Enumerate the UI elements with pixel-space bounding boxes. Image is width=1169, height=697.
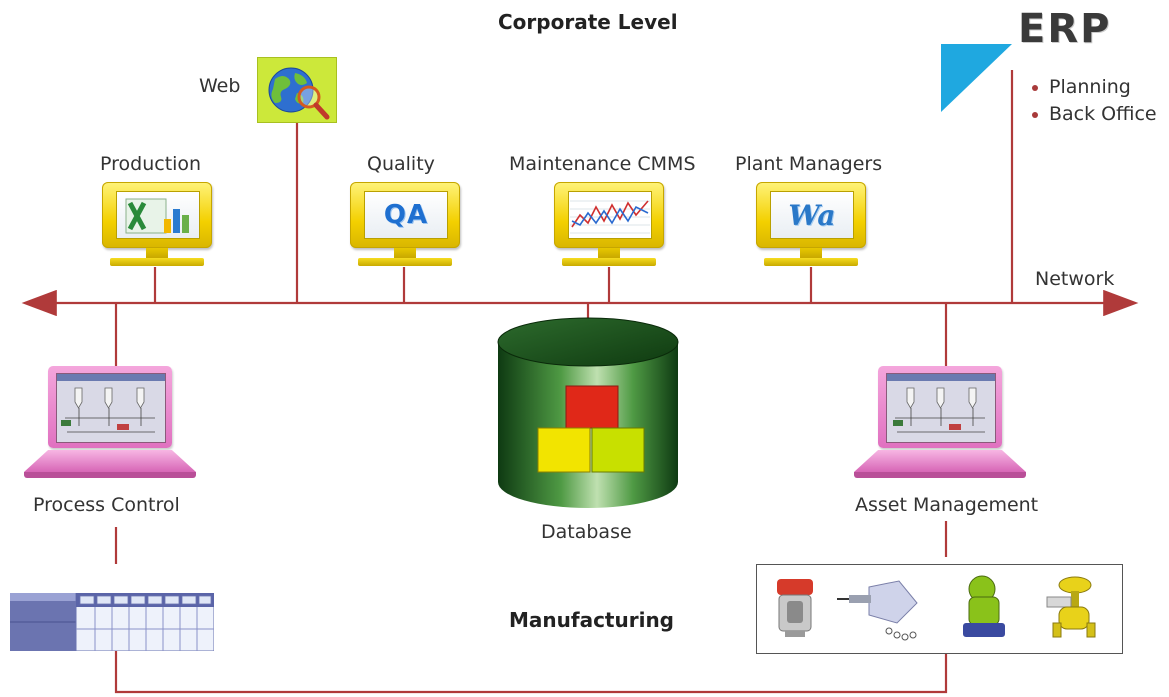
io-rack-icon — [10, 592, 215, 652]
globe-magnifier-icon — [268, 67, 330, 120]
process-io-rack — [10, 592, 215, 652]
maintenance-monitor — [554, 182, 664, 274]
qa-icon: QA — [383, 200, 429, 230]
database-node — [496, 316, 680, 512]
process-hmi-screen-icon — [57, 374, 165, 433]
erp-item-planning: Planning — [1032, 74, 1157, 101]
quality-label: Quality — [367, 153, 435, 175]
transmitter-device-icon — [777, 579, 813, 637]
process-control-label: Process Control — [33, 494, 180, 516]
production-label: Production — [100, 153, 202, 175]
web-label: Web — [199, 75, 241, 97]
erp-triangle-icon — [941, 44, 1012, 112]
plant-managers-label: Plant Managers — [735, 153, 883, 175]
field-devices-panel — [756, 564, 1123, 654]
production-monitor — [102, 182, 212, 274]
field-devices-icons — [777, 575, 1096, 641]
asset-hmi-screen-icon — [887, 374, 995, 433]
asset-management-label: Asset Management — [855, 494, 1039, 516]
flow-transmitter-icon — [963, 575, 1005, 637]
database-cylinder-icon — [497, 317, 679, 508]
asset-management-laptop — [854, 366, 1026, 484]
manufacturing-title: Manufacturing — [509, 608, 674, 632]
plant-managers-monitor: Wa — [756, 182, 866, 274]
web-node — [257, 57, 337, 123]
corporate-level-title: Corporate Level — [498, 10, 678, 34]
control-valve-icon — [1046, 576, 1096, 638]
excel-chart-icon — [125, 198, 189, 234]
quality-monitor: QA — [350, 182, 460, 274]
network-label: Network — [1035, 268, 1115, 290]
erp-title: ERP — [1018, 6, 1112, 52]
database-label: Database — [541, 521, 632, 543]
temperature-sensor-icon — [837, 580, 918, 641]
manufacturing-loop — [114, 650, 948, 694]
erp-item-back-office: Back Office — [1032, 101, 1157, 128]
line-chart-icon — [570, 200, 650, 234]
erp-bullet-list: Planning Back Office — [1032, 74, 1157, 128]
process-control-laptop — [24, 366, 196, 484]
maintenance-label: Maintenance CMMS — [509, 153, 696, 175]
word-icon: Wa — [788, 198, 836, 232]
